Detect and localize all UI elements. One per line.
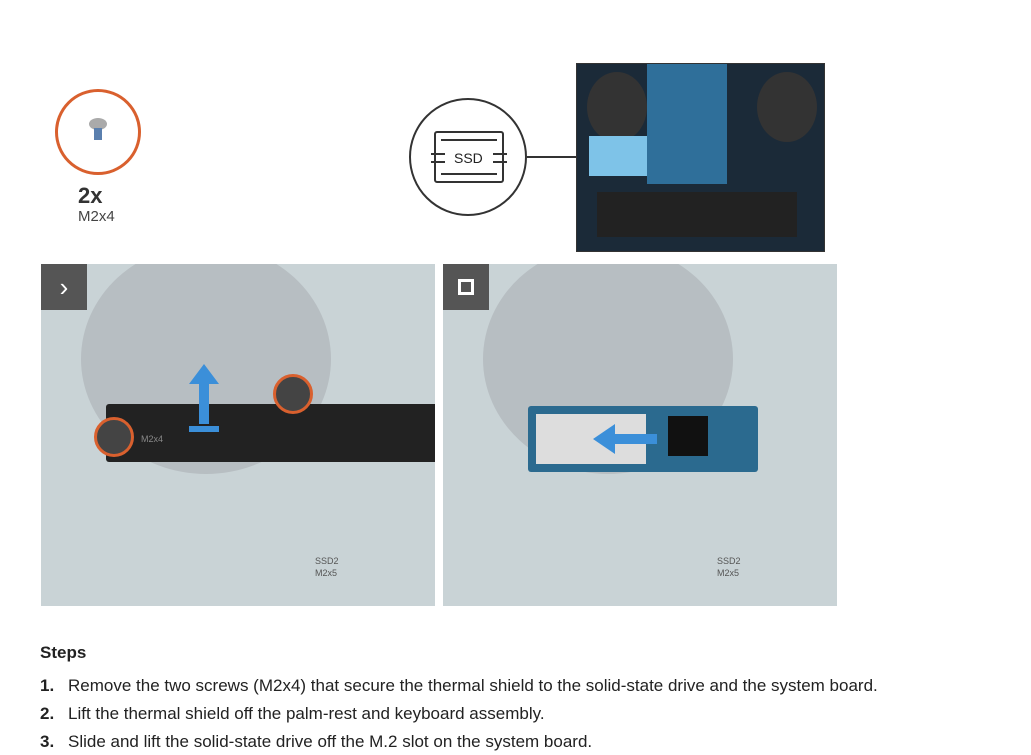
screw-size: M2x4 [78,208,115,225]
step-item: 1.Remove the two screws (M2x4) that secu… [40,676,878,695]
step-image-remove-shield: M2x4 SSD2 M2x5 › [41,264,435,606]
screw-quantity: 2x [78,183,103,208]
screw-icon [89,118,107,140]
steps-heading: Steps [40,643,87,662]
chevron-right-icon: › [41,264,87,310]
screw-callout [55,89,141,175]
screw-marker [94,417,134,457]
callout-leader-line [527,156,587,158]
slide-arrow-icon [593,424,657,454]
ssd-label: SSD [452,150,485,166]
step-image-remove-ssd: SSD2 M2x5 [443,264,837,606]
laptop-overview-image [576,63,825,252]
step-item: 3.Slide and lift the solid-state drive o… [40,732,593,751]
ssd-icon [431,131,507,183]
stop-square-icon [443,264,489,310]
ssd-callout: SSD [409,98,527,216]
step-item: 2.Lift the thermal shield off the palm-r… [40,704,545,723]
lift-arrow-icon [189,364,219,432]
screw-marker [273,374,313,414]
thermal-shield [106,404,435,462]
